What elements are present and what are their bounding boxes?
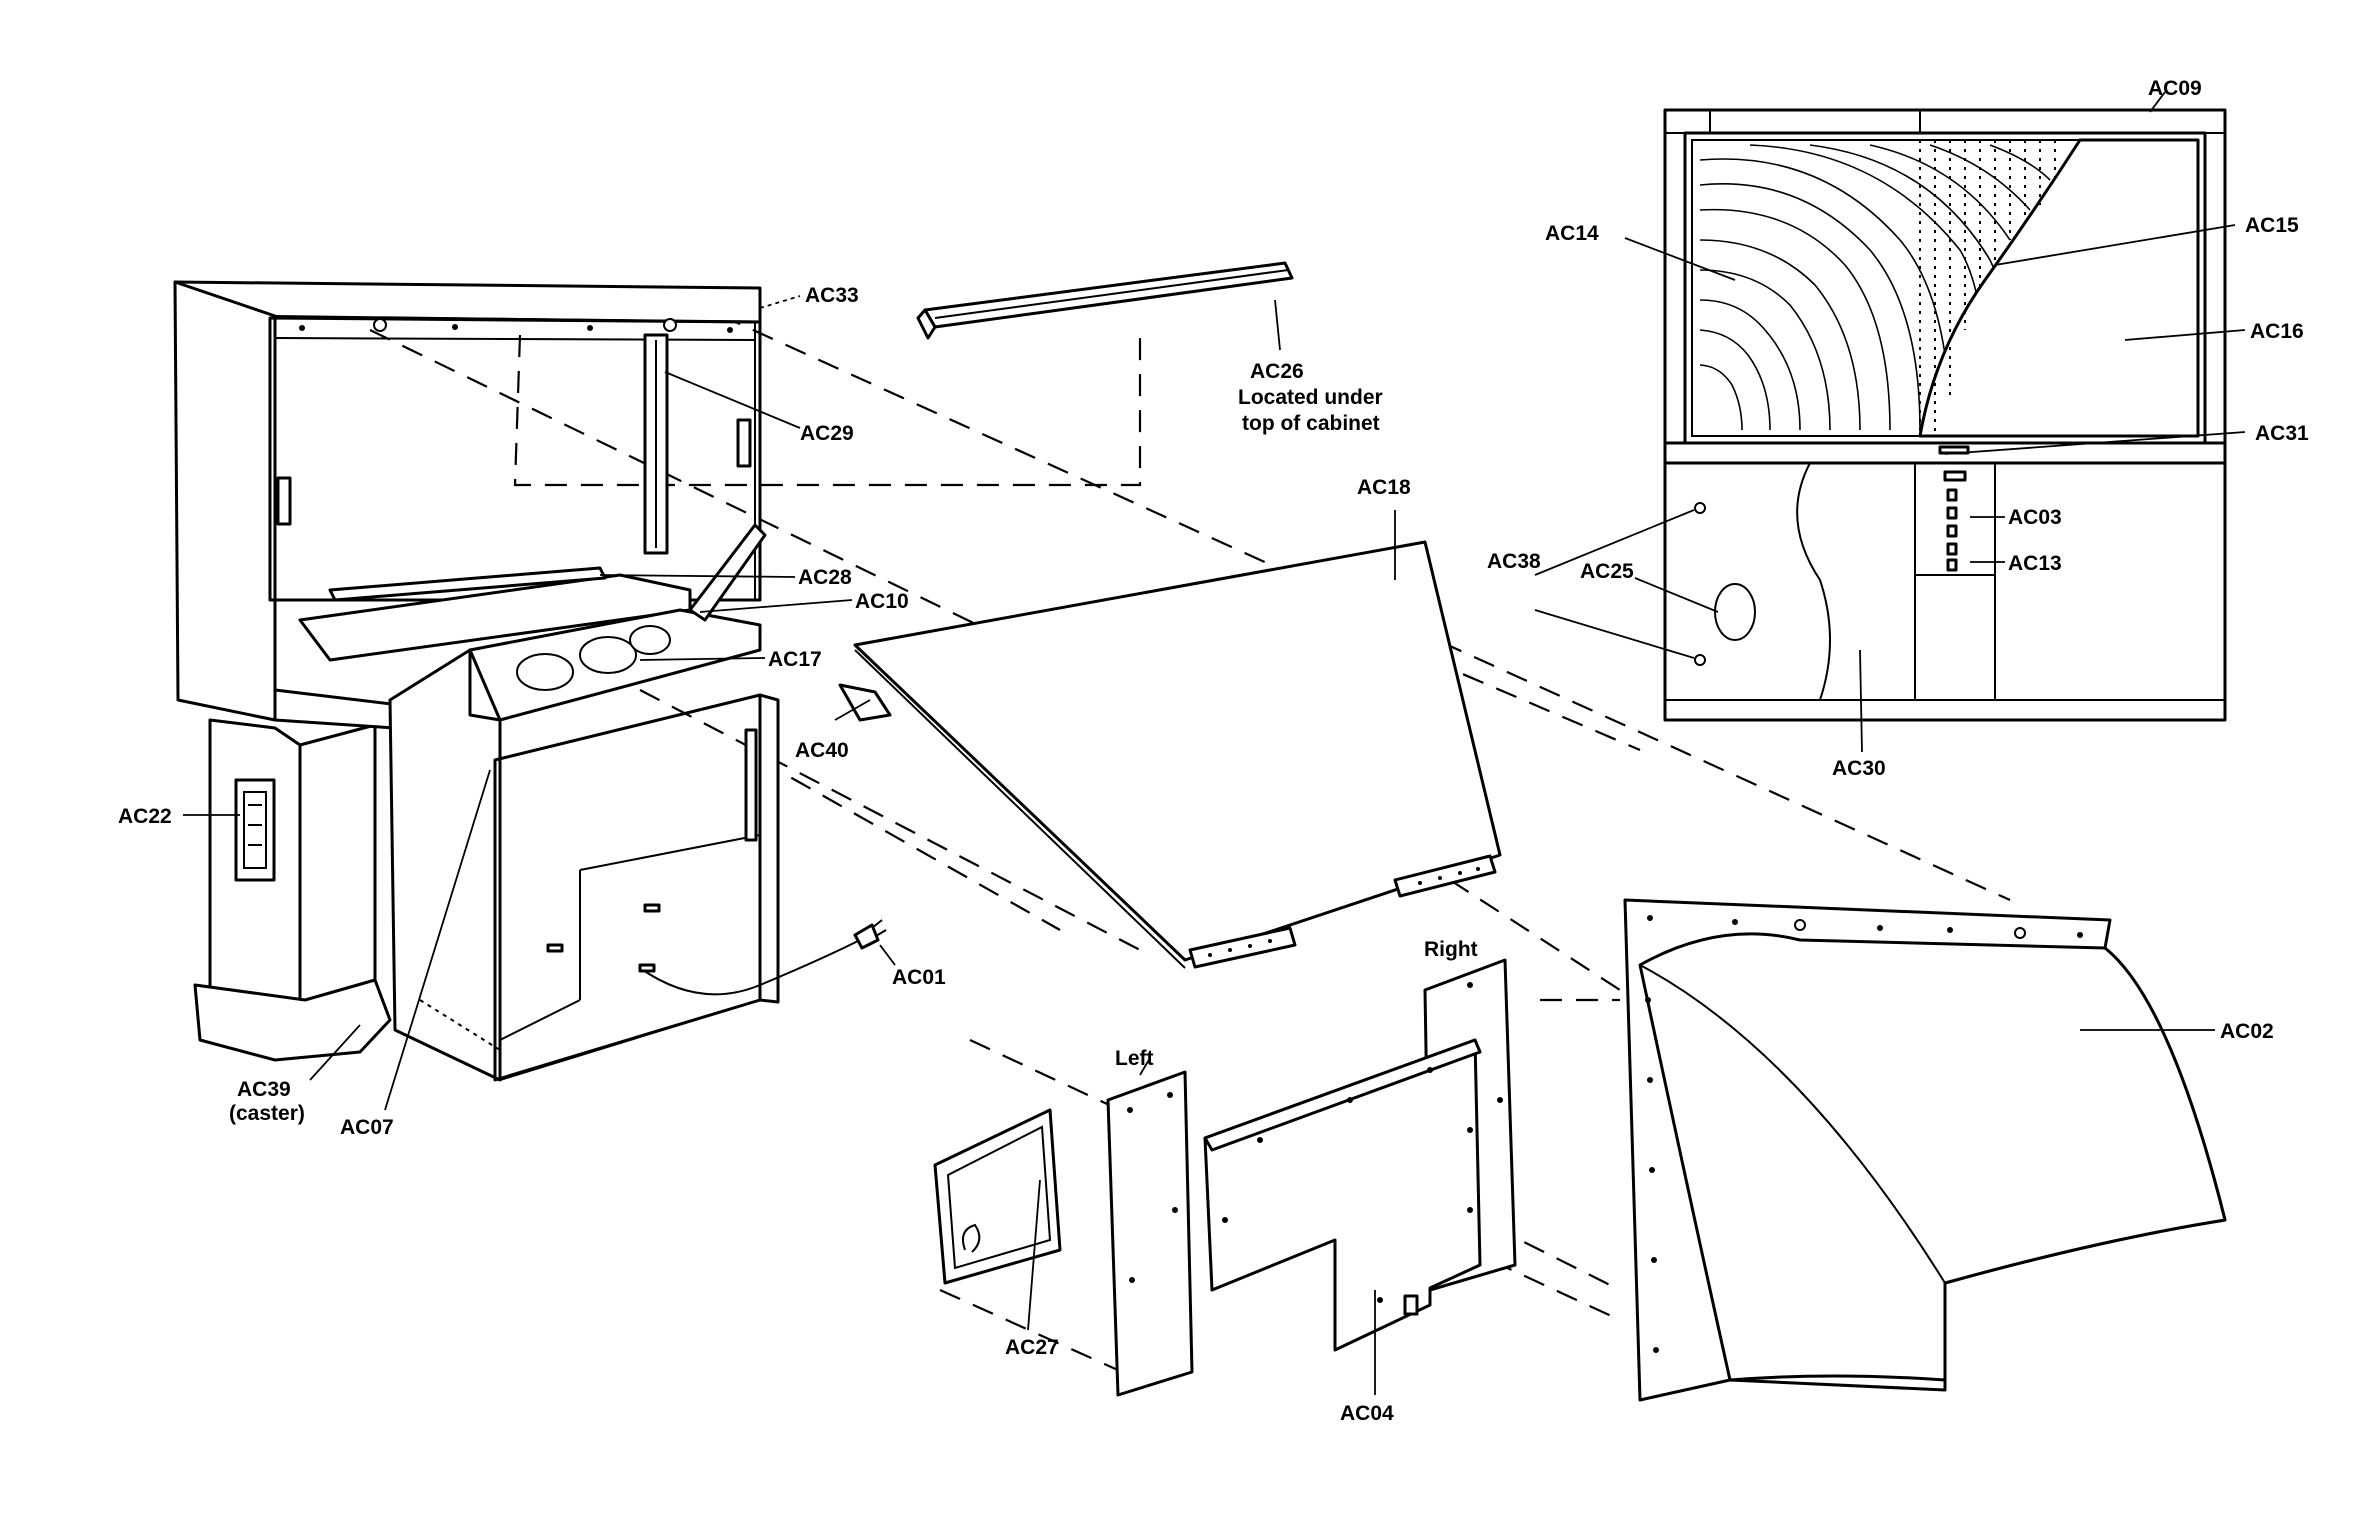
label-right: Right (1424, 938, 1478, 961)
label-ac02: AC02 (2220, 1020, 2274, 1043)
ac27-access-cover (933, 1108, 1062, 1285)
label-ac01: AC01 (892, 966, 946, 989)
label-ac03: AC03 (2008, 506, 2062, 529)
label-ac15: AC15 (2245, 214, 2299, 237)
label-ac29: AC29 (800, 422, 854, 445)
ac26-angle-bracket (916, 261, 1294, 340)
label-ac07: AC07 (340, 1116, 394, 1139)
label-ac39: AC39 (237, 1078, 291, 1101)
cabinet-body (173, 280, 887, 1082)
ac02-mirror-housing (1623, 898, 2227, 1402)
label-ac26-note-1: Located under (1238, 386, 1383, 409)
label-ac33: AC33 (805, 284, 859, 307)
label-left: Left (1115, 1047, 1154, 1070)
assembly-dashed-lines (369, 313, 2011, 1382)
ac04-back-panel (1203, 1038, 1482, 1352)
label-ac26: AC26 (1250, 360, 1304, 383)
power-cord (639, 919, 887, 996)
label-ac18: AC18 (1357, 476, 1411, 499)
side-control-panel (234, 778, 276, 882)
part-labels: AC33 AC29 AC28 AC10 AC17 AC22 AC39 (cast… (118, 77, 2309, 1425)
label-ac27: AC27 (1005, 1336, 1059, 1359)
label-ac04: AC04 (1340, 1402, 1394, 1425)
control-panel-deck (468, 608, 762, 722)
label-ac13: AC13 (2008, 552, 2062, 575)
label-ac17: AC17 (768, 648, 822, 671)
leader-lines (183, 91, 2246, 1395)
label-ac39-note: (caster) (229, 1102, 305, 1125)
ac18-hinged-panel (838, 540, 1502, 969)
label-ac38: AC38 (1487, 550, 1541, 573)
label-ac31: AC31 (2255, 422, 2309, 445)
label-ac22: AC22 (118, 805, 172, 828)
left-side-panel (1106, 1070, 1194, 1397)
label-ac09: AC09 (2148, 77, 2202, 100)
label-ac28: AC28 (798, 566, 852, 589)
label-ac40: AC40 (795, 739, 849, 762)
top-rail-holes (299, 318, 733, 333)
label-ac25: AC25 (1580, 560, 1634, 583)
side-bracket (643, 333, 669, 555)
label-ac26-note-2: top of cabinet (1242, 412, 1380, 435)
label-ac10: AC10 (855, 590, 909, 613)
label-ac14: AC14 (1545, 222, 1599, 245)
label-ac30: AC30 (1832, 757, 1886, 780)
screen-assembly (1663, 108, 2227, 722)
label-ac16: AC16 (2250, 320, 2304, 343)
